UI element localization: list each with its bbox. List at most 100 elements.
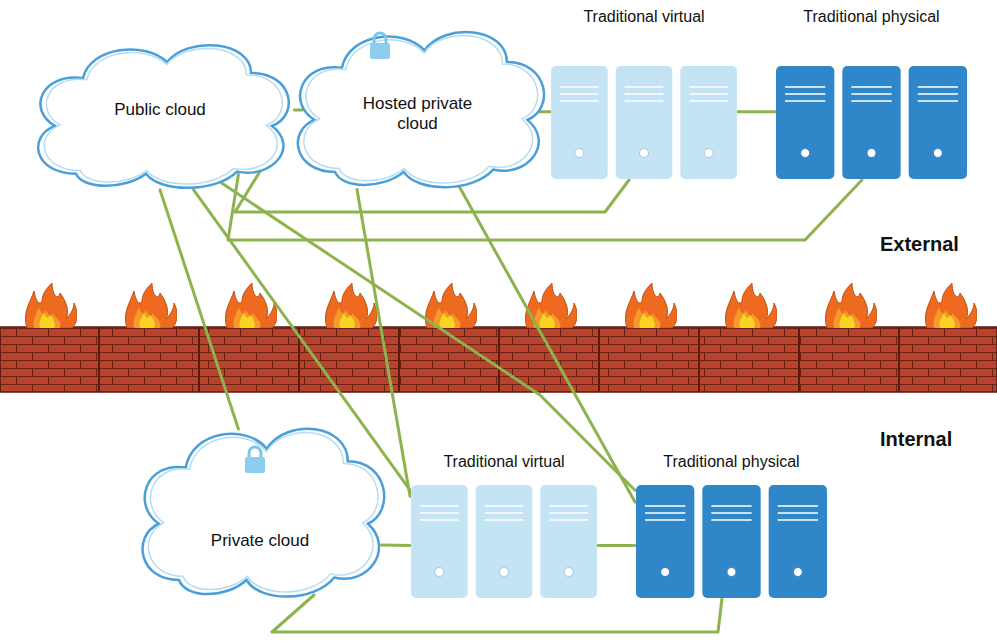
cloud-node: Private cloud [125, 405, 395, 605]
server-led [435, 568, 444, 577]
server-unit [842, 66, 900, 179]
server-unit [411, 485, 468, 598]
server-slot [560, 93, 599, 95]
server-slot [689, 100, 728, 102]
server-unit [680, 66, 737, 179]
cloud-label-box: Private cloud [125, 531, 395, 551]
server-slot [918, 86, 958, 88]
group-heading: Traditional physical [775, 5, 968, 29]
cloud-shape [38, 45, 289, 188]
server-led [704, 149, 713, 158]
cloud-inner-line [304, 35, 538, 182]
zone-label: External [880, 233, 959, 256]
server-rack [410, 484, 598, 599]
server-slot [645, 519, 685, 521]
cloud-shape [298, 32, 544, 187]
cloud-inner-line [44, 48, 282, 184]
server-group: Traditional physical [635, 450, 828, 599]
server-slot [851, 86, 891, 88]
server-led [867, 149, 876, 158]
server-led [564, 568, 573, 577]
server-unit [776, 66, 834, 179]
server-unit [909, 66, 967, 179]
cloud-label: Private cloud [211, 531, 309, 551]
lock-icon [368, 30, 392, 60]
server-slot [785, 86, 825, 88]
lock-body [245, 457, 265, 473]
server-slot [485, 505, 524, 507]
server-slot [420, 512, 459, 514]
zone-label: Internal [880, 428, 952, 451]
server-slot [778, 505, 818, 507]
server-slot [625, 100, 664, 102]
server-led [793, 568, 802, 577]
server-slot [485, 519, 524, 521]
server-slot [851, 93, 891, 95]
server-slot [645, 512, 685, 514]
cloud-label: Public cloud [114, 100, 206, 120]
server-unit [616, 66, 673, 179]
cloud-node: Public cloud [20, 25, 300, 195]
server-slot [560, 86, 599, 88]
lock-shackle [374, 33, 386, 44]
cloud-label-box: Public cloud [20, 100, 300, 120]
server-group: Traditional virtual [550, 5, 738, 180]
connector-line [272, 595, 722, 632]
server-led [500, 568, 509, 577]
server-slot [420, 519, 459, 521]
server-slot [785, 93, 825, 95]
server-slot [485, 512, 524, 514]
server-rack [550, 65, 738, 180]
server-slot [711, 519, 751, 521]
server-slot [918, 93, 958, 95]
server-rack [635, 484, 828, 599]
group-heading: Traditional physical [635, 450, 828, 474]
server-slot [549, 512, 588, 514]
server-led [661, 568, 670, 577]
server-slot [778, 512, 818, 514]
server-unit [540, 485, 597, 598]
cloud-label-box: Hosted private cloud [280, 94, 555, 134]
server-led [933, 149, 942, 158]
server-slot [560, 100, 599, 102]
cloud-outline [125, 405, 395, 605]
connector-line [382, 544, 411, 547]
server-group: Traditional physical [775, 5, 968, 180]
cloud-node: Hosted private cloud [280, 10, 555, 195]
connector-line [294, 108, 302, 111]
cloud-inner-line [148, 433, 378, 592]
lock-body [370, 43, 390, 59]
server-led [640, 149, 649, 158]
connector-line [160, 190, 238, 429]
server-led [801, 149, 810, 158]
server-slot [778, 519, 818, 521]
server-rack [775, 65, 968, 180]
server-slot [625, 93, 664, 95]
server-slot [851, 100, 891, 102]
server-slot [645, 505, 685, 507]
group-heading: Traditional virtual [550, 5, 738, 29]
cloud-label: Hosted private cloud [355, 94, 480, 134]
connector-line [738, 110, 775, 113]
server-slot [711, 512, 751, 514]
connector-line [357, 189, 410, 496]
group-heading: Traditional virtual [410, 450, 598, 474]
server-slot [689, 93, 728, 95]
server-slot [785, 100, 825, 102]
lock-shackle [249, 447, 261, 458]
cloud-shape [143, 429, 385, 597]
server-unit [769, 485, 827, 598]
server-unit [636, 485, 694, 598]
server-group: Traditional virtual [410, 450, 598, 599]
server-slot [625, 86, 664, 88]
connector-line [228, 175, 862, 240]
server-slot [918, 100, 958, 102]
server-unit [476, 485, 533, 598]
server-unit [551, 66, 608, 179]
server-slot [711, 505, 751, 507]
server-slot [689, 86, 728, 88]
server-unit [702, 485, 760, 598]
lock-icon [243, 444, 267, 474]
server-slot [549, 505, 588, 507]
